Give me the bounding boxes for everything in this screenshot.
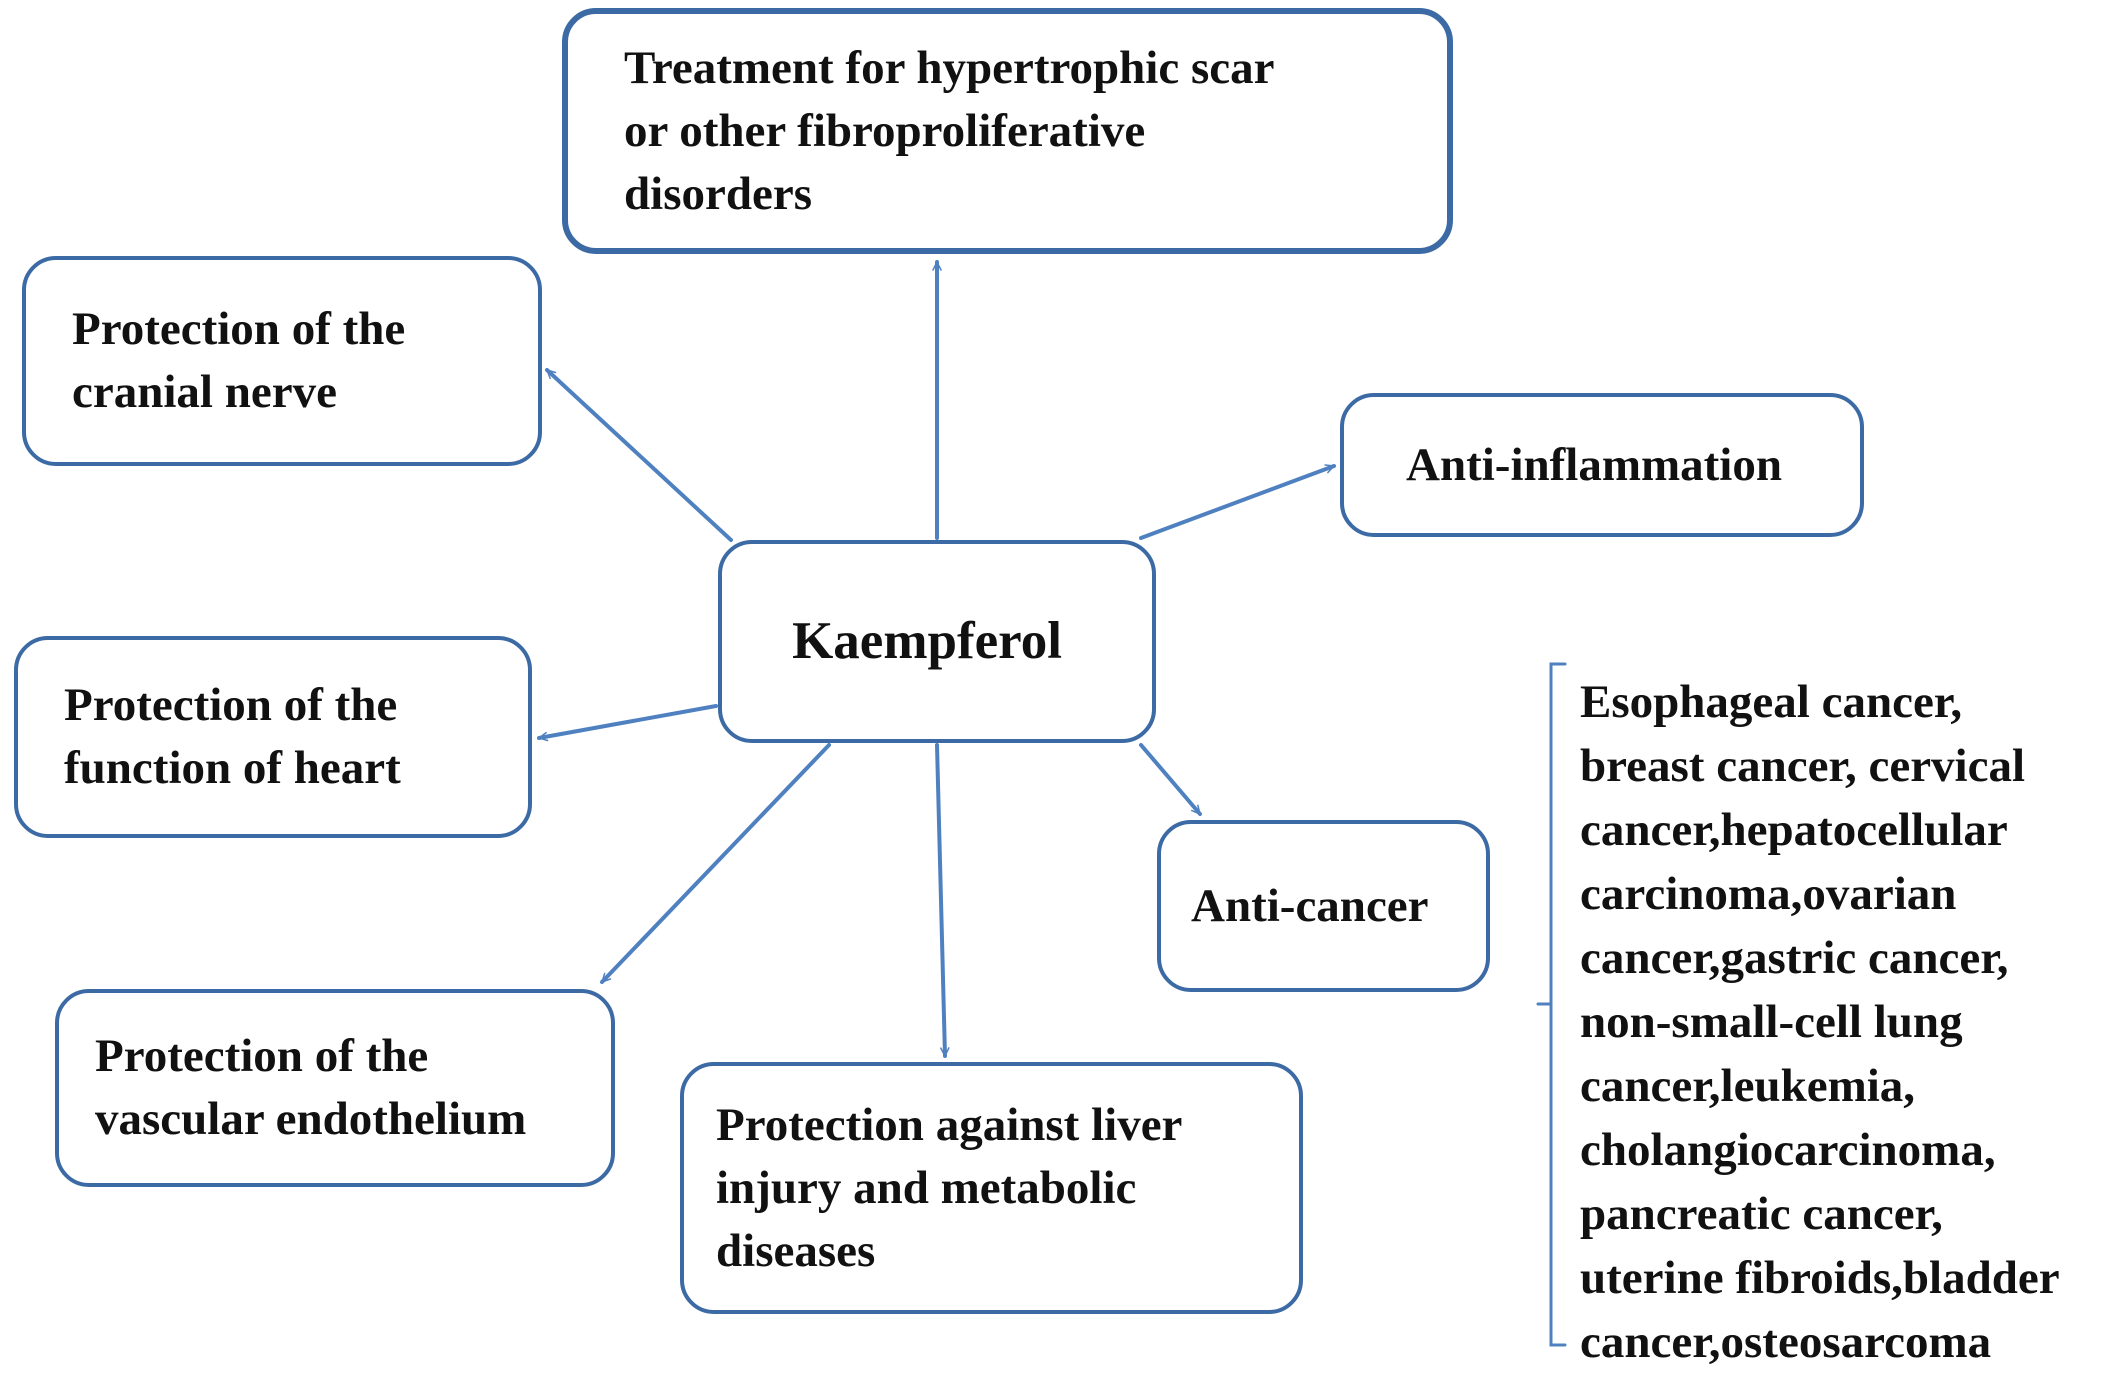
arrow-to-liver <box>935 743 950 1058</box>
kaempferol-label: Kaempferol <box>792 612 1062 670</box>
anti-cancer-node: Anti-cancer <box>1157 820 1490 992</box>
treatment-label: Treatment for hypertrophic scar or other… <box>624 41 1275 220</box>
vascular-endothelium-node: Protection of the vascular endothelium <box>55 989 615 1187</box>
anti-inflammation-node: Anti-inflammation <box>1340 393 1864 537</box>
cancer-types-list: Esophageal cancer, breast cancer, cervic… <box>1580 676 2060 1368</box>
heart-function-label: Protection of the function of heart <box>64 679 401 794</box>
arrow-to-vascular <box>600 743 831 984</box>
arrow-to-cranial <box>545 368 733 542</box>
liver-protection-node: Protection against liver injury and meta… <box>680 1062 1303 1314</box>
anti-inflammation-label: Anti-inflammation <box>1406 438 1782 491</box>
treatment-node: Treatment for hypertrophic scar or other… <box>562 8 1453 254</box>
anti-cancer-label: Anti-cancer <box>1191 879 1429 932</box>
arrow-to-heart <box>537 704 718 742</box>
cranial-nerve-node: Protection of the cranial nerve <box>22 256 542 466</box>
vascular-endothelium-label: Protection of the vascular endothelium <box>95 1030 527 1145</box>
liver-protection-label: Protection against liver injury and meta… <box>716 1098 1183 1277</box>
arrow-to-anti-inflammation <box>1139 464 1336 540</box>
heart-function-node: Protection of the function of heart <box>14 636 532 838</box>
cranial-nerve-label: Protection of the cranial nerve <box>72 303 406 418</box>
kaempferol-center-node: Kaempferol <box>718 540 1156 743</box>
arrow-to-anti-cancer <box>1139 743 1202 816</box>
cancer-list-brace <box>1536 662 1567 1347</box>
